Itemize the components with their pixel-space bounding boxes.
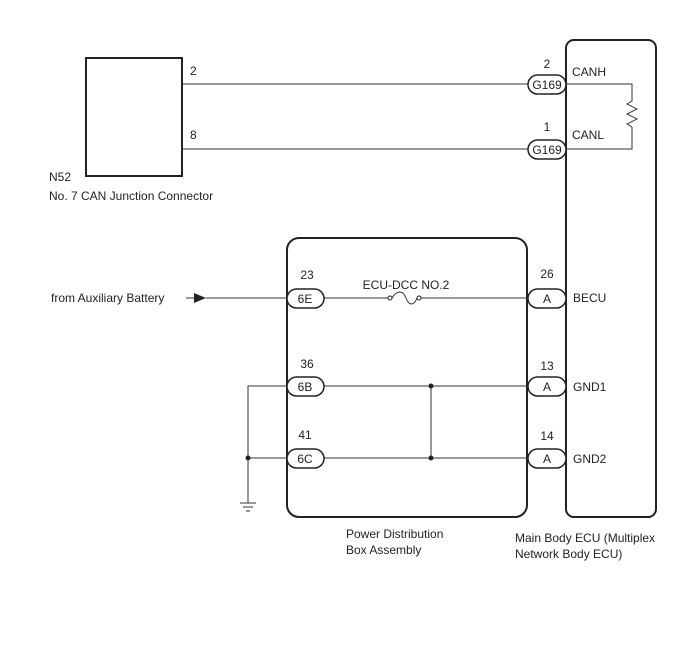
- connector-label: 6E: [298, 292, 313, 306]
- pin-number: 41: [298, 428, 312, 442]
- ground-icon: [240, 502, 256, 512]
- pin-number: 14: [540, 429, 554, 443]
- connector-a-gnd2: [527, 448, 567, 469]
- connector-6e: [286, 288, 325, 309]
- pin-number: 2: [544, 57, 551, 71]
- pin-number: 2: [190, 64, 197, 78]
- main-body-ecu-box: [565, 39, 657, 518]
- pin-number: 26: [540, 267, 554, 281]
- connector-6b: [286, 376, 325, 397]
- connector-g169-canh: [527, 74, 567, 95]
- ecu-name-line2: Network Body ECU): [515, 547, 622, 561]
- connector-label: G169: [532, 78, 562, 92]
- signal-name: CANL: [572, 128, 604, 142]
- power-distribution-box: [286, 237, 528, 518]
- connector-label: A: [543, 292, 551, 306]
- ecu-name-line1: Main Body ECU (Multiplex: [515, 531, 655, 545]
- pdb-name-line2: Box Assembly: [346, 543, 421, 557]
- connector-label: 6C: [297, 452, 313, 466]
- fuse-icon: [391, 291, 418, 305]
- pin-number: 13: [540, 359, 554, 373]
- signal-name: CANH: [572, 65, 606, 79]
- source-label: from Auxiliary Battery: [51, 291, 164, 305]
- pin-number: 36: [300, 357, 314, 371]
- fuse-right-terminal: [416, 295, 422, 301]
- splice-dot: [428, 455, 434, 461]
- signal-name: GND1: [573, 380, 607, 394]
- junction-connector-box: [85, 57, 183, 177]
- signal-name: GND2: [573, 452, 607, 466]
- connector-g169-canl: [527, 139, 567, 160]
- fuse-label: ECU-DCC NO.2: [363, 278, 450, 292]
- connector-a-becu: [527, 288, 567, 309]
- pin-number: 8: [190, 128, 197, 142]
- connector-label: 6B: [298, 380, 313, 394]
- connector-label: G169: [532, 143, 562, 157]
- supply-arrow-icon: [194, 293, 206, 303]
- splice-dot: [245, 455, 251, 461]
- connector-label: A: [543, 380, 551, 394]
- external-ground-wire: [247, 385, 287, 503]
- connector-a-gnd1: [527, 376, 567, 397]
- connector-6c: [286, 448, 325, 469]
- fuse-left-terminal: [387, 295, 393, 301]
- pin-number: 23: [300, 268, 314, 282]
- junction-connector-code: N52: [49, 170, 71, 184]
- junction-connector-name: No. 7 CAN Junction Connector: [49, 189, 213, 203]
- pin-number: 1: [544, 120, 551, 134]
- signal-name: BECU: [573, 291, 606, 305]
- splice-dot: [428, 383, 434, 389]
- pdb-name-line1: Power Distribution: [346, 527, 443, 541]
- connector-label: A: [543, 452, 551, 466]
- termination-resistor: [566, 83, 639, 150]
